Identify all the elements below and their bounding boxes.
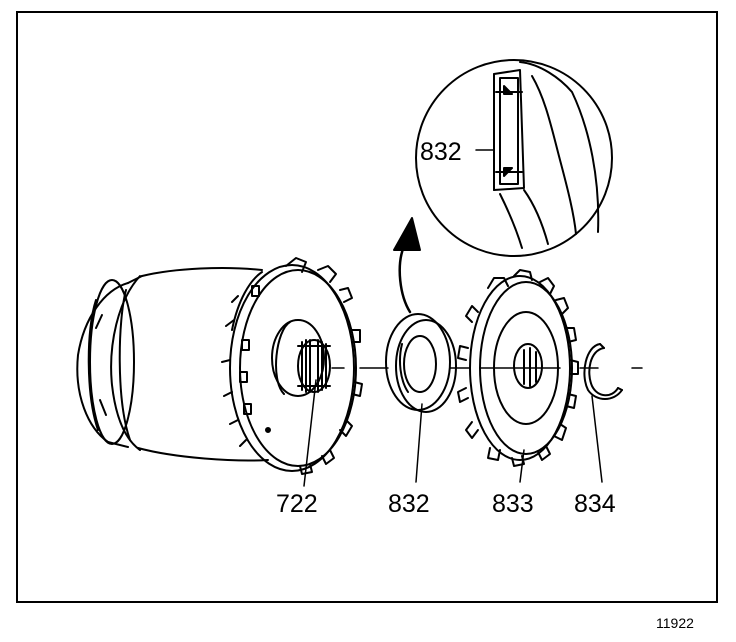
snap-ring-834 [583,343,623,400]
callout-722: 722 [276,490,318,518]
detail-arrow [393,217,421,314]
thrust-bearing-832 [385,313,457,413]
leader-722 [303,379,317,487]
leader-834 [591,395,603,483]
leader-833 [519,449,525,483]
sprag-gear-833 [457,269,579,467]
diagram-frame [16,11,718,603]
callout-832: 832 [388,490,430,518]
callout-833: 833 [492,490,534,518]
detail-inset [415,59,613,257]
inset-callout-832: 832 [420,138,462,166]
callout-834: 834 [574,490,616,518]
clutch-drum-assembly [76,257,363,475]
leader-832 [415,403,423,483]
figure-number: 11922 [656,615,694,631]
